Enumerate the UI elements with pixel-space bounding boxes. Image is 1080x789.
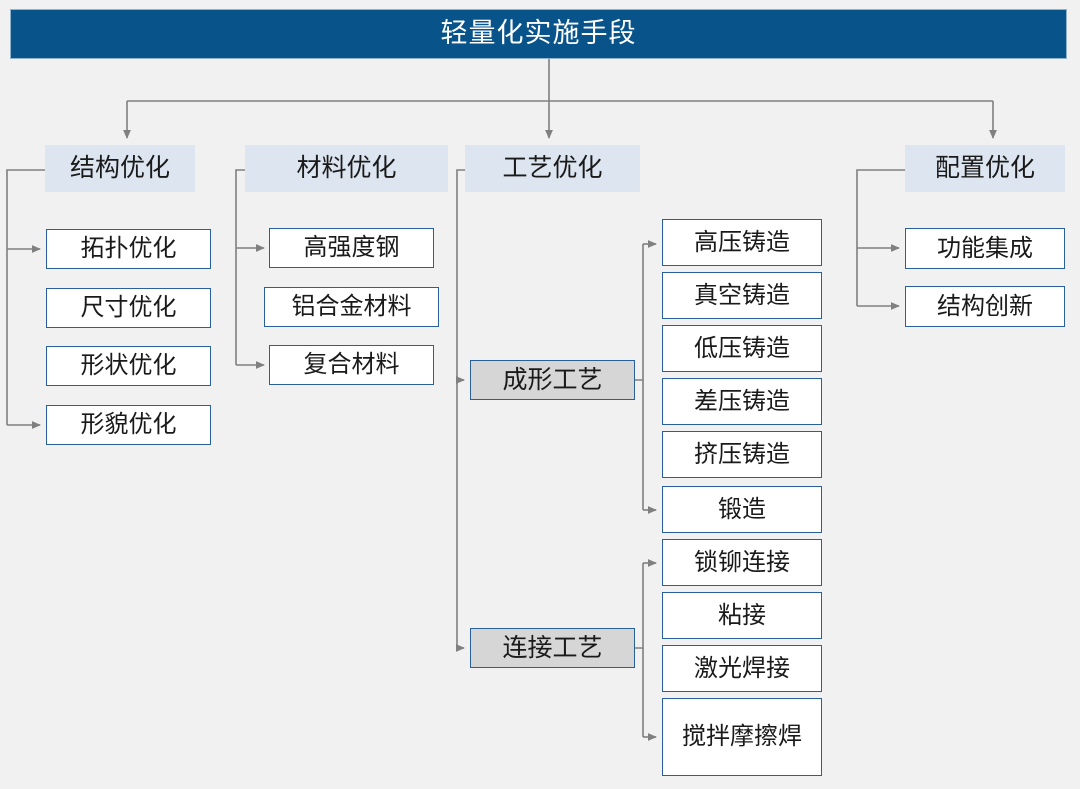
leaf-material-1[interactable]: 高强度钢 xyxy=(269,228,434,268)
leaf-forming-3[interactable]: 低压铸造 xyxy=(662,325,822,372)
leaf-forming-4[interactable]: 差压铸造 xyxy=(662,378,822,425)
leaf-joining-3[interactable]: 激光焊接 xyxy=(662,645,822,692)
leaf-forming-6[interactable]: 锻造 xyxy=(662,486,822,533)
group-joining[interactable]: 连接工艺 xyxy=(470,628,635,668)
group-forming[interactable]: 成形工艺 xyxy=(470,360,635,400)
leaf-material-2[interactable]: 铝合金材料 xyxy=(264,287,439,327)
branch-header-structure[interactable]: 结构优化 xyxy=(45,145,195,192)
leaf-joining-2[interactable]: 粘接 xyxy=(662,592,822,639)
leaf-structure-2[interactable]: 尺寸优化 xyxy=(46,288,211,328)
leaf-structure-1[interactable]: 拓扑优化 xyxy=(46,229,211,269)
leaf-forming-2[interactable]: 真空铸造 xyxy=(662,272,822,319)
leaf-joining-1[interactable]: 锁铆连接 xyxy=(662,539,822,586)
leaf-material-3[interactable]: 复合材料 xyxy=(269,345,434,385)
leaf-structure-3[interactable]: 形状优化 xyxy=(46,346,211,386)
leaf-configuration-1[interactable]: 功能集成 xyxy=(905,228,1065,269)
branch-header-configuration[interactable]: 配置优化 xyxy=(905,145,1065,192)
leaf-joining-4[interactable]: 搅拌摩擦焊 xyxy=(662,698,822,776)
branch-header-material[interactable]: 材料优化 xyxy=(245,145,448,192)
branch-header-process[interactable]: 工艺优化 xyxy=(465,145,640,192)
leaf-forming-1[interactable]: 高压铸造 xyxy=(662,219,822,266)
leaf-configuration-2[interactable]: 结构创新 xyxy=(905,286,1065,327)
leaf-structure-4[interactable]: 形貌优化 xyxy=(46,405,211,445)
root-title-bar: 轻量化实施手段 xyxy=(10,9,1067,59)
leaf-forming-5[interactable]: 挤压铸造 xyxy=(662,431,822,478)
